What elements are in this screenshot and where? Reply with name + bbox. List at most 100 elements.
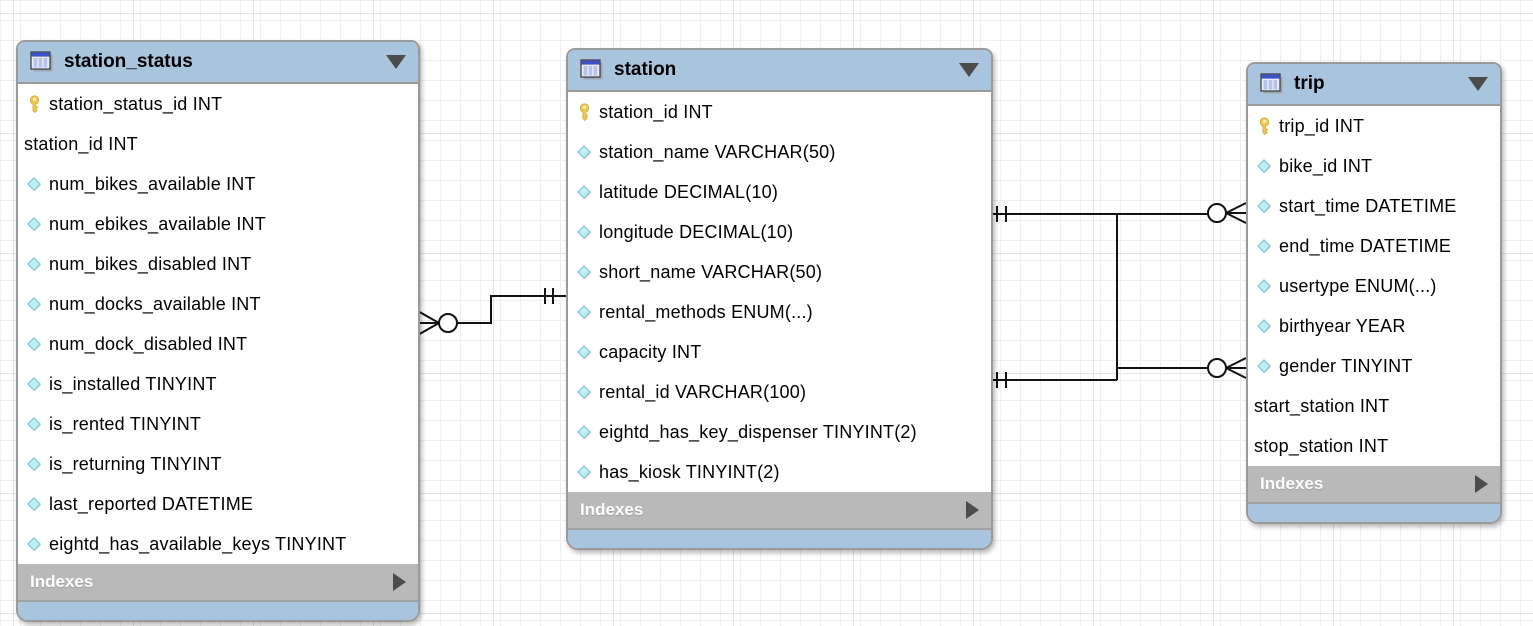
table-trip[interactable]: trip trip_id INT bike_id INT start_time DAT…: [1246, 62, 1502, 524]
column-row[interactable]: station_status_id INT: [18, 84, 418, 124]
column-row[interactable]: is_rented TINYINT: [18, 404, 418, 444]
indexes-footer[interactable]: Indexes: [568, 492, 991, 528]
expand-arrow-icon[interactable]: [393, 573, 406, 591]
indexes-footer[interactable]: Indexes: [18, 564, 418, 600]
table-name: trip: [1294, 73, 1325, 94]
table-bottom-bar: [1248, 502, 1500, 522]
collapse-triangle-icon[interactable]: [386, 55, 406, 69]
crowsfoot-many-icon: [1225, 357, 1247, 379]
column-row[interactable]: short_name VARCHAR(50): [568, 252, 991, 292]
column-row[interactable]: longitude DECIMAL(10): [568, 212, 991, 252]
column-row[interactable]: has_kiosk TINYINT(2): [568, 452, 991, 492]
table-name: station: [614, 59, 677, 80]
column-row[interactable]: station_id INT: [568, 92, 991, 132]
collapse-triangle-icon[interactable]: [959, 63, 979, 77]
column-row[interactable]: stop_station INT: [1248, 426, 1500, 466]
column-label: gender TINYINT: [1279, 355, 1413, 376]
column-label: capacity INT: [599, 341, 702, 362]
column-row[interactable]: end_time DATETIME: [1248, 226, 1500, 266]
table-station[interactable]: station station_id INT station_name VARCHA…: [566, 48, 993, 550]
column-row[interactable]: birthyear YEAR: [1248, 306, 1500, 346]
column-row[interactable]: num_docks_available INT: [18, 284, 418, 324]
column-diamond-icon: [1256, 358, 1272, 375]
column-row[interactable]: bike_id INT: [1248, 146, 1500, 186]
column-row[interactable]: capacity INT: [568, 332, 991, 372]
column-label: longitude DECIMAL(10): [599, 221, 794, 242]
column-row[interactable]: start_time DATETIME: [1248, 186, 1500, 226]
table-header[interactable]: station_status: [18, 42, 418, 84]
relationship-station-trip-lower[interactable]: [989, 214, 1247, 388]
column-diamond-icon: [576, 424, 592, 441]
zero-circle-icon: [438, 313, 458, 333]
column-label: is_installed TINYINT: [49, 373, 217, 394]
relationship-line[interactable]: [457, 295, 566, 324]
column-row[interactable]: last_reported DATETIME: [18, 484, 418, 524]
expand-arrow-icon[interactable]: [966, 501, 979, 519]
table-header[interactable]: station: [568, 50, 991, 92]
column-row[interactable]: trip_id INT: [1248, 106, 1500, 146]
collapse-triangle-icon[interactable]: [1468, 77, 1488, 91]
column-row[interactable]: num_bikes_available INT: [18, 164, 418, 204]
column-row[interactable]: rental_id VARCHAR(100): [568, 372, 991, 412]
column-label: station_status_id INT: [49, 93, 223, 114]
column-label: eightd_has_available_keys TINYINT: [49, 533, 347, 554]
column-diamond-icon: [1256, 238, 1272, 255]
table-bottom-bar: [18, 600, 418, 620]
relationship-station_status-station[interactable]: [415, 288, 566, 337]
relationship-line[interactable]: [989, 214, 1208, 381]
indexes-label: Indexes: [30, 572, 94, 591]
table-icon: [1260, 73, 1284, 95]
column-diamond-icon: [26, 336, 42, 353]
column-diamond-icon: [26, 176, 42, 193]
column-row[interactable]: num_dock_disabled INT: [18, 324, 418, 364]
column-row[interactable]: is_installed TINYINT: [18, 364, 418, 404]
indexes-label: Indexes: [580, 500, 644, 519]
column-row[interactable]: station_id INT: [18, 124, 418, 164]
crowsfoot-many-icon: [1225, 202, 1247, 224]
column-diamond-icon: [576, 344, 592, 361]
column-label: num_bikes_disabled INT: [49, 253, 252, 274]
column-label: num_docks_available INT: [49, 293, 261, 314]
column-diamond-icon: [26, 256, 42, 273]
column-row[interactable]: num_bikes_disabled INT: [18, 244, 418, 284]
column-label: trip_id INT: [1279, 115, 1365, 136]
column-row[interactable]: eightd_has_available_keys TINYINT: [18, 524, 418, 564]
column-row[interactable]: is_returning TINYINT: [18, 444, 418, 484]
column-label: rental_methods ENUM(...): [599, 301, 813, 322]
column-label: end_time DATETIME: [1279, 235, 1452, 256]
column-diamond-icon: [26, 416, 42, 433]
column-diamond-icon: [26, 296, 42, 313]
relationship-station-trip-upper[interactable]: [989, 202, 1247, 224]
table-header[interactable]: trip: [1248, 64, 1500, 106]
column-row[interactable]: rental_methods ENUM(...): [568, 292, 991, 332]
column-diamond-icon: [1256, 318, 1272, 335]
column-row[interactable]: usertype ENUM(...): [1248, 266, 1500, 306]
column-label: num_dock_disabled INT: [49, 333, 248, 354]
column-row[interactable]: eightd_has_key_dispenser TINYINT(2): [568, 412, 991, 452]
expand-arrow-icon[interactable]: [1475, 475, 1488, 493]
table-bottom-bar: [568, 528, 991, 548]
column-row[interactable]: latitude DECIMAL(10): [568, 172, 991, 212]
table-name: station_status: [64, 51, 193, 72]
column-row[interactable]: num_ebikes_available INT: [18, 204, 418, 244]
column-row[interactable]: station_name VARCHAR(50): [568, 132, 991, 172]
column-diamond-icon: [576, 264, 592, 281]
column-row[interactable]: gender TINYINT: [1248, 346, 1500, 386]
table-columns: station_status_id INT station_id INT num_b…: [18, 84, 418, 564]
column-label: start_time DATETIME: [1279, 195, 1457, 216]
indexes-footer[interactable]: Indexes: [1248, 466, 1500, 502]
column-label: eightd_has_key_dispenser TINYINT(2): [599, 421, 917, 442]
column-row[interactable]: start_station INT: [1248, 386, 1500, 426]
column-label: station_id INT: [24, 133, 138, 154]
column-label: station_name VARCHAR(50): [599, 141, 836, 162]
column-diamond-icon: [576, 384, 592, 401]
column-label: bike_id INT: [1279, 155, 1373, 176]
column-label: stop_station INT: [1254, 435, 1389, 456]
column-diamond-icon: [576, 184, 592, 201]
column-label: num_ebikes_available INT: [49, 213, 266, 234]
column-label: num_bikes_available INT: [49, 173, 256, 194]
indexes-label: Indexes: [1260, 474, 1324, 493]
